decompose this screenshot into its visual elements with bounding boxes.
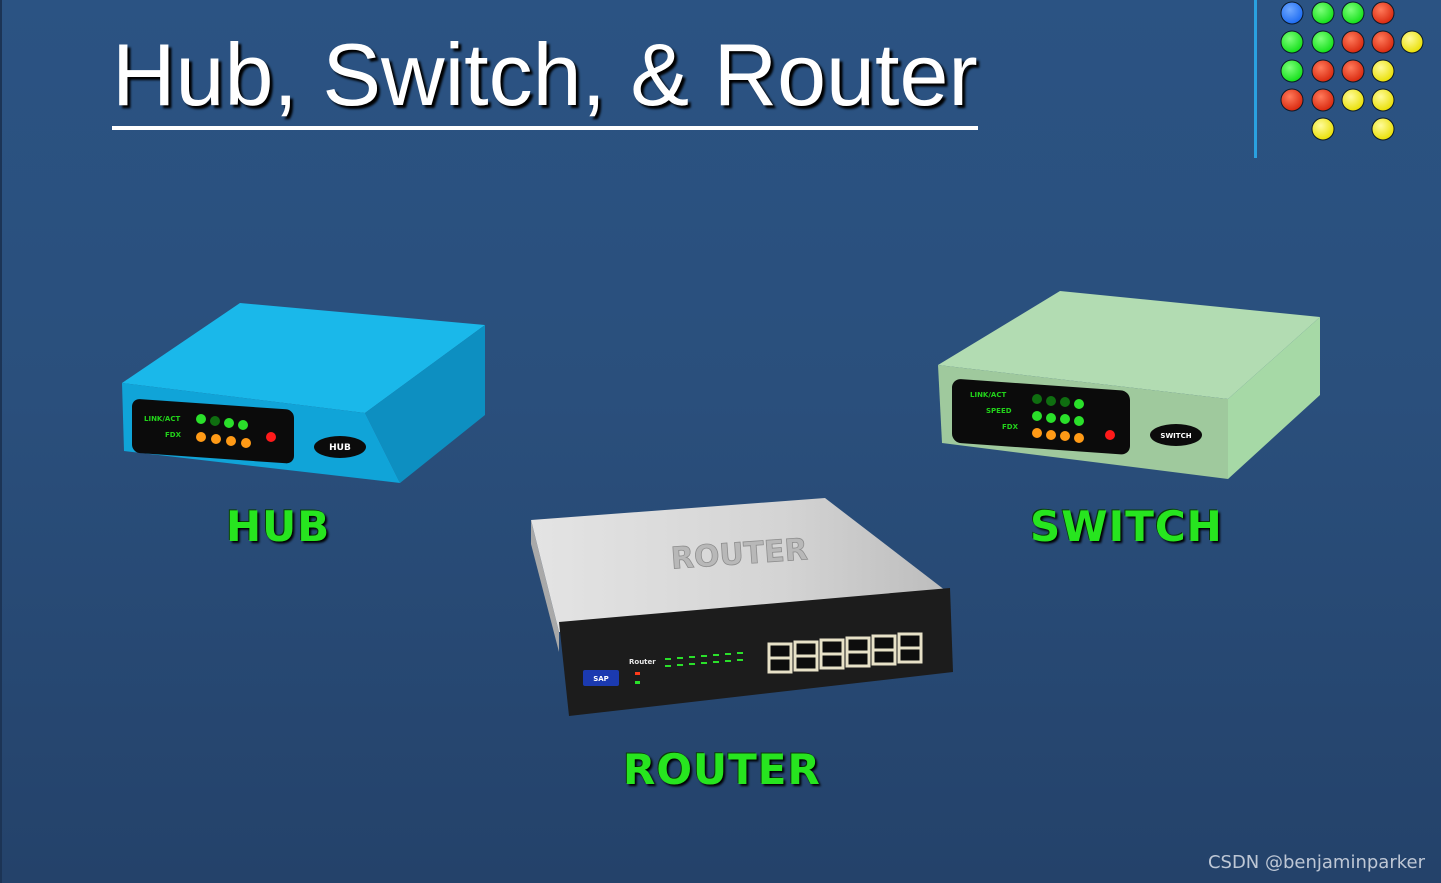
- switch-label: SWITCH: [1030, 502, 1223, 551]
- dot-green: [1311, 30, 1335, 54]
- corner-divider-line: [1254, 0, 1257, 158]
- dot-red: [1341, 30, 1365, 54]
- dot-green: [1280, 30, 1304, 54]
- dot-red: [1371, 1, 1395, 25]
- dot-yellow: [1311, 117, 1335, 141]
- hub-device-image: LINK/ACT FDX HUB: [122, 303, 485, 483]
- watermark-text: CSDN @benjaminparker: [1207, 852, 1425, 873]
- dot-red: [1311, 59, 1335, 83]
- slide-title: Hub, Switch, & Router: [112, 26, 978, 130]
- dot-yellow: [1341, 88, 1365, 112]
- router-label: ROUTER: [623, 745, 821, 794]
- switch-panel-label: LINK/ACT: [970, 391, 1006, 399]
- router-brand-badge: SAP: [593, 675, 609, 683]
- dot-green: [1280, 59, 1304, 83]
- hub-badge-text: HUB: [329, 443, 351, 453]
- switch-panel-label: FDX: [1002, 423, 1019, 431]
- dot-yellow: [1371, 117, 1395, 141]
- switch-device-image: LINK/ACT SPEED FDX SWITCH: [938, 291, 1320, 479]
- slide-left-border: [0, 0, 2, 883]
- dot-red: [1311, 88, 1335, 112]
- dot-green: [1341, 1, 1365, 25]
- router-panel-label: Router: [629, 658, 656, 666]
- router-top-text: ROUTER: [670, 532, 809, 576]
- hub-label: HUB: [226, 502, 331, 551]
- hub-panel-label: FDX: [165, 431, 182, 439]
- dot-yellow: [1371, 59, 1395, 83]
- dot-red: [1341, 59, 1365, 83]
- hub-panel-label: LINK/ACT: [144, 415, 180, 423]
- dot-blue: [1280, 1, 1304, 25]
- dot-yellow: [1371, 88, 1395, 112]
- dot-yellow: [1400, 30, 1424, 54]
- router-device-image: ROUTER SAP Router: [531, 498, 953, 716]
- dot-red: [1280, 88, 1304, 112]
- dot-red: [1371, 30, 1395, 54]
- switch-badge-text: SWITCH: [1160, 432, 1191, 440]
- dot-green: [1311, 1, 1335, 25]
- switch-panel-label: SPEED: [986, 407, 1012, 415]
